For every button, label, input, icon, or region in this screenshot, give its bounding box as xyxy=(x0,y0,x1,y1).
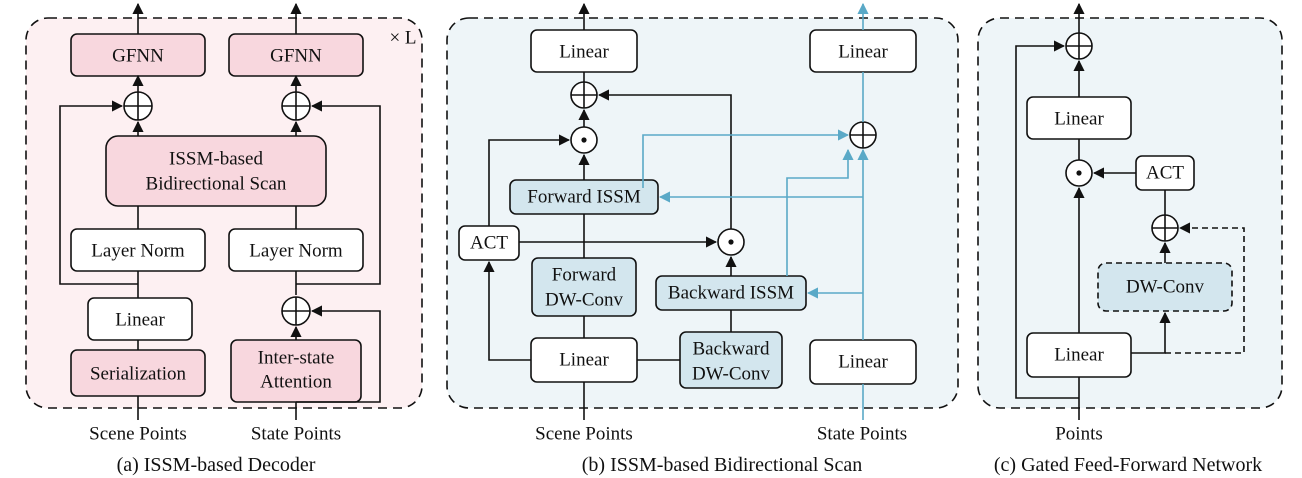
act-b-label: ACT xyxy=(470,233,508,254)
plus-c-right-icon xyxy=(1151,214,1179,242)
dot-c-icon xyxy=(1065,159,1093,187)
forward-issm-to-plus xyxy=(642,129,850,188)
backward-dwconv-line2: DW-Conv xyxy=(692,364,771,385)
input-state-a: State Points xyxy=(251,424,341,445)
panel-bidirectional-scan: Linear Linear Forward ISSM ACT Forward D… xyxy=(446,2,959,476)
skip-right xyxy=(296,100,381,285)
plus-b-right-icon xyxy=(849,121,877,149)
plus-right-icon xyxy=(281,91,311,121)
inter-state-line2: Attention xyxy=(260,372,332,393)
forward-dwconv-line2: DW-Conv xyxy=(545,290,624,311)
panel-gated-ffn: Linear ACT DW-Conv Linear Points xyxy=(977,2,1283,476)
backward-dwconv-line1: Backward xyxy=(692,339,770,360)
panel-issm-decoder: × L GFNN GFNN ISSM-based Bidirectional S… xyxy=(25,2,423,476)
gfnn-right-label: GFNN xyxy=(270,46,322,67)
linear-b-top-left-label: Linear xyxy=(559,42,609,63)
inter-state-line1: Inter-state xyxy=(258,348,335,369)
layernorm-left-label: Layer Norm xyxy=(91,241,185,262)
caption-a: (a) ISSM-based Decoder xyxy=(117,454,316,476)
linear-c-bottom-label: Linear xyxy=(1054,345,1104,366)
forward-issm-label: Forward ISSM xyxy=(527,187,641,208)
input-state-b: State Points xyxy=(817,424,907,445)
linear-b-bottom-label: Linear xyxy=(559,350,609,371)
skip-left xyxy=(59,100,138,285)
repeat-label: × L xyxy=(389,28,416,49)
linear-c-top-label: Linear xyxy=(1054,109,1104,130)
plus-b-top-icon xyxy=(570,81,598,109)
plus-left-icon xyxy=(123,91,153,121)
backward-to-plus xyxy=(597,89,732,229)
input-points-c: Points xyxy=(1055,424,1103,445)
issm-scan-line2: Bidirectional Scan xyxy=(146,174,287,195)
linear-a-label: Linear xyxy=(115,310,165,331)
issm-scan-line1: ISSM-based xyxy=(169,149,263,170)
backward-issm-to-plus xyxy=(786,148,854,276)
act-to-forward-gate xyxy=(488,134,571,226)
input-scene-b: Scene Points xyxy=(535,424,633,445)
dwconv-c-label: DW-Conv xyxy=(1126,277,1205,298)
layernorm-right-label: Layer Norm xyxy=(249,241,343,262)
plus-c-top-icon xyxy=(1065,32,1093,60)
linear-a-box xyxy=(87,297,193,341)
dot-b-forward-icon xyxy=(570,126,598,154)
skip-state xyxy=(296,305,381,403)
dashed-residual-c xyxy=(1165,222,1245,354)
issm-scan-box xyxy=(105,135,327,207)
forward-dwconv-line1: Forward xyxy=(552,265,617,286)
dot-b-backward-icon xyxy=(717,228,745,256)
skip-c xyxy=(1015,40,1079,399)
caption-c: (c) Gated Feed-Forward Network xyxy=(994,454,1262,476)
linear-to-act xyxy=(483,260,531,361)
act-c-label: ACT xyxy=(1146,163,1184,184)
plus-state-icon xyxy=(281,296,311,326)
gfnn-left-label: GFNN xyxy=(112,46,164,67)
linear-b-top-right-label: Linear xyxy=(838,42,888,63)
linear-b-bottom-right-label: Linear xyxy=(838,352,888,373)
backward-issm-label: Backward ISSM xyxy=(668,283,794,304)
input-scene-a: Scene Points xyxy=(89,424,187,445)
serialization-label: Serialization xyxy=(90,364,187,385)
caption-b: (b) ISSM-based Bidirectional Scan xyxy=(582,454,863,476)
dwconv-c-box xyxy=(1097,262,1233,312)
